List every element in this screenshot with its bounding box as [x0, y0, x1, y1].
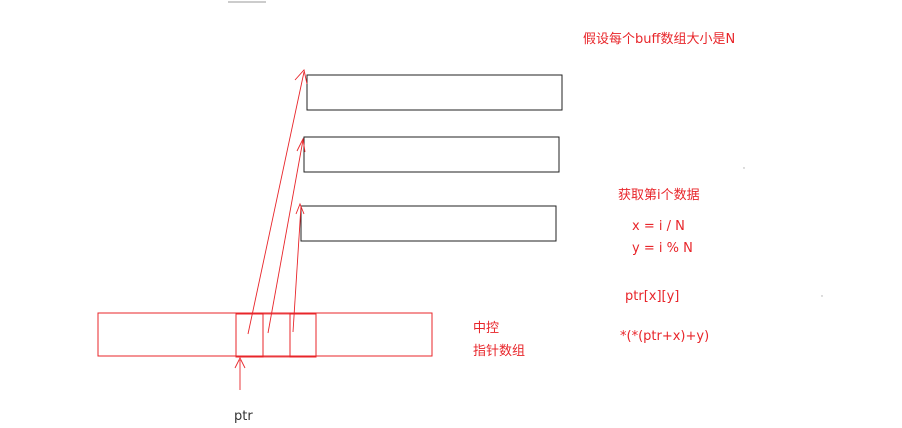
- pointer-arrow-3: [292, 202, 305, 333]
- buffer-array-3: [300, 205, 557, 242]
- pointer-arrow-2: [267, 137, 306, 334]
- center-control-label: 中控: [473, 321, 500, 336]
- stray-dot-1: [743, 167, 745, 169]
- deref-expr: *(*(ptr+x)+y): [620, 329, 710, 344]
- pointer-cell-2: [262, 313, 291, 358]
- pointer-array-label: 指针数组: [473, 344, 526, 359]
- get-ith-label: 获取第i个数据: [618, 188, 700, 203]
- buff-size-note: 假设每个buff数组大小是N: [583, 32, 736, 47]
- stray-dot-2: [821, 295, 823, 297]
- pointer-arrow-1: [247, 69, 308, 335]
- buffer-array-2: [303, 136, 560, 173]
- ptr-arrow: [234, 356, 246, 390]
- buffer-array-1: [306, 74, 563, 111]
- ptr-label: ptr: [234, 409, 253, 424]
- pointer-array: [97, 312, 433, 357]
- pointer-cell-1: [235, 313, 264, 358]
- ptr-index-expr: ptr[x][y]: [625, 289, 680, 304]
- y-formula: y = i % N: [632, 241, 693, 256]
- pointer-cell-3: [289, 313, 317, 358]
- x-formula: x = i / N: [632, 219, 685, 234]
